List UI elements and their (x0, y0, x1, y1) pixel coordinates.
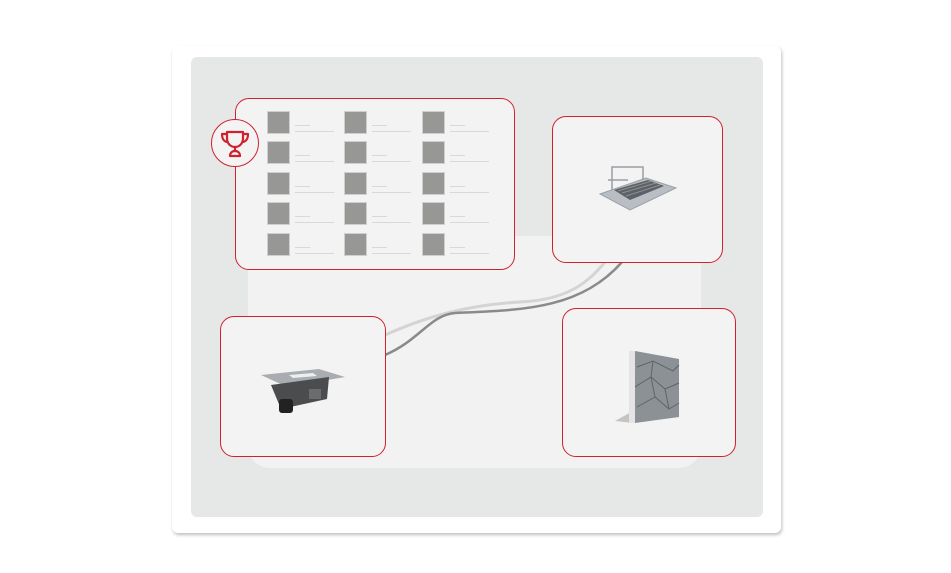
list-line-long (372, 161, 411, 162)
list-line-long (295, 161, 334, 162)
stone-wall-card (562, 308, 736, 457)
list-thumbnail (422, 111, 445, 134)
list-line-long (295, 253, 334, 254)
list-line-long (450, 253, 489, 254)
list-thumbnail (344, 141, 367, 164)
list-line-short (450, 216, 465, 217)
list-line-long (372, 253, 411, 254)
list-thumbnail (344, 111, 367, 134)
list-line-short (295, 125, 310, 126)
stone-wall-image (615, 351, 680, 423)
list-thumbnail (344, 233, 367, 256)
list-line-long (372, 222, 411, 223)
list-line-short (372, 155, 387, 156)
list-line-long (450, 131, 489, 132)
list-thumbnail (267, 172, 290, 195)
list-line-long (295, 192, 334, 193)
list-line-short (295, 216, 310, 217)
list-line-short (372, 186, 387, 187)
list-thumbnail (267, 233, 290, 256)
list-thumbnail (422, 233, 445, 256)
list-line-short (450, 186, 465, 187)
connector-light (384, 261, 607, 337)
list-thumbnail (344, 172, 367, 195)
list-thumbnail (422, 202, 445, 225)
trophy-icon (220, 130, 250, 158)
list-thumbnail (422, 172, 445, 195)
list-line-short (372, 216, 387, 217)
list-thumbnail (267, 202, 290, 225)
connector-dark (384, 261, 623, 357)
list-thumbnail (344, 202, 367, 225)
list-line-short (450, 247, 465, 248)
list-thumbnail (422, 141, 445, 164)
list-line-long (450, 222, 489, 223)
list-line-short (450, 125, 465, 126)
list-line-long (295, 131, 334, 132)
list-line-short (450, 155, 465, 156)
grating-card (552, 116, 723, 263)
list-line-long (372, 192, 411, 193)
list-line-short (295, 247, 310, 248)
list-line-long (295, 222, 334, 223)
list-thumbnail (267, 141, 290, 164)
drain-grating-image (598, 166, 678, 211)
drain-box-card (220, 316, 386, 457)
trophy-badge (211, 119, 259, 167)
list-line-short (295, 155, 310, 156)
list-line-short (372, 125, 387, 126)
list-thumbnail (267, 111, 290, 134)
list-line-long (450, 192, 489, 193)
list-line-short (372, 247, 387, 248)
drain-box-image (261, 369, 345, 413)
list-line-long (372, 131, 411, 132)
list-line-short (295, 186, 310, 187)
list-line-long (450, 161, 489, 162)
